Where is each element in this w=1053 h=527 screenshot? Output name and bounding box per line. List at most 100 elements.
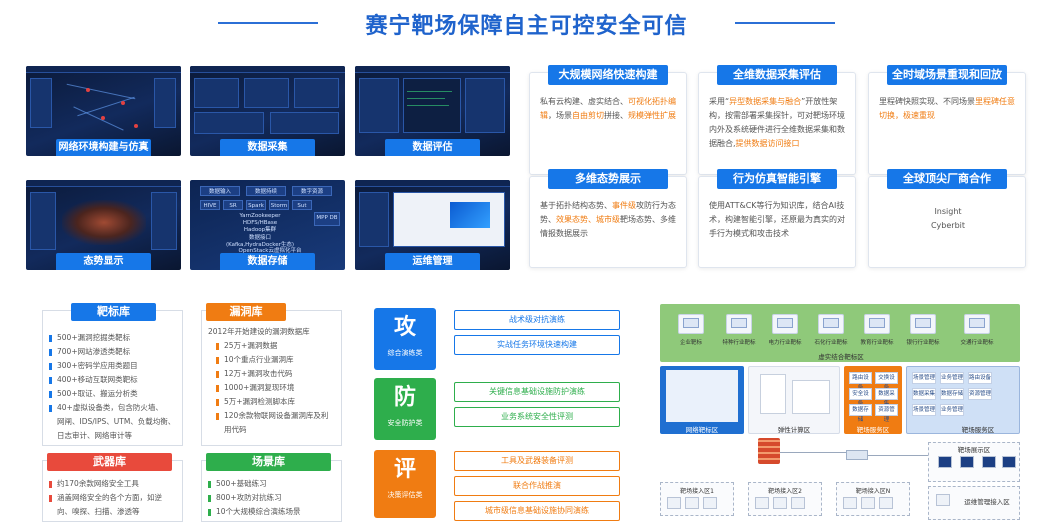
card-body: 私有云构建、虚实结合、可视化拓扑编辑，场景自由剪切拼接、规模弹性扩展 — [540, 97, 676, 120]
list-item: 700+网站渗透类靶标 — [49, 345, 178, 359]
architecture-diagram: 企业靶标 特种行业靶标 电力行业靶标 石化行业靶标 教育行业靶标 银行行业靶标 … — [656, 300, 1024, 522]
library-list: 500+漏洞挖掘类靶标 700+网站渗透类靶标 300+密码学应用类题目 400… — [49, 331, 178, 443]
title-divider-left — [218, 22, 318, 24]
defend-item: 业务系统安全性评测 — [454, 407, 620, 427]
partner-name: Cyberbit — [930, 221, 966, 230]
industry-label: 特种行业靶标 — [722, 340, 756, 346]
storage-row-item: Storm — [269, 200, 289, 210]
storage-middle: HDFS/HBase — [242, 220, 278, 226]
service-item: 路由设备 — [968, 372, 992, 384]
evaluate-label: 决策评估类 — [387, 491, 423, 499]
list-item: 500+基础练习 — [208, 477, 337, 491]
storage-middle: Hadoop集群 — [243, 227, 277, 233]
server-icon — [910, 314, 936, 334]
card-network-build: 大规模网络快速构建 私有云构建、虚实结合、可视化拓扑编辑，场景自由剪切拼接、规模… — [529, 65, 687, 175]
title-divider-right — [735, 22, 835, 24]
card-body: 基于拓扑结构态势、事件级攻防行为态势、效果态势、城市级靶场态势、多维情报数据展示 — [540, 201, 676, 238]
tile-data-collection: 数据采集 — [190, 66, 345, 156]
card-title: 全维数据采集评估 — [717, 65, 837, 85]
zone-label: 弹性计算区 — [777, 426, 811, 434]
monitor-icon — [960, 456, 974, 468]
tile-caption: 运维管理 — [385, 253, 480, 270]
service-item: 资源管理 — [968, 388, 992, 400]
computer-icon — [936, 494, 950, 506]
tile-network-simulation: 网络环境构建与仿真 — [26, 66, 181, 156]
access-label: 靶场接入区1 — [680, 488, 714, 495]
card-title: 全时域场景重现和回放 — [887, 65, 1007, 85]
list-item: 10个大规模综合演练场景 — [208, 505, 337, 519]
list-item: 约170余款网络安全工具 — [49, 477, 178, 491]
attack-char: 攻 — [393, 315, 416, 340]
zone-label: 运维管理接入区 — [964, 498, 1010, 506]
library-title: 场景库 — [206, 453, 331, 471]
zone-label: 靶场服务区 — [961, 426, 995, 434]
vulnerability-library: 漏洞库 2012年开始建设的漏洞数据库 25万+漏洞数据 10个重点行业漏洞库 … — [201, 303, 342, 446]
tile-ops-management: 运维管理 — [355, 180, 510, 270]
service-item: 场景管理 — [912, 372, 936, 384]
storage-bottom: (Kafka,HydraDocker生态) — [225, 242, 295, 248]
attack-block: 攻 综合演练类 — [374, 308, 436, 370]
card-body: 里程碑快照实现、不同场景里程碑任意切换，极速重现 — [879, 97, 1015, 120]
evaluate-item: 联合作战推演 — [454, 476, 620, 496]
list-item: 涵盖网络安全的各个方面，如逆 — [49, 491, 178, 505]
monitor-icon — [982, 456, 996, 468]
list-item: 用代码 — [224, 425, 247, 434]
service-item: 数据采集 — [912, 388, 936, 400]
target-library: 靶标库 500+漏洞挖掘类靶标 700+网站渗透类靶标 300+密码学应用类题目… — [42, 303, 183, 446]
monitor-icon — [1002, 456, 1016, 468]
tile-data-storage: 数据输入 数据持续 数字资源 HIVE SR Spark Storm Sut Y… — [190, 180, 345, 270]
list-item: 日志审计、网络审计等 — [57, 431, 132, 440]
storage-bottom: OpenStack云虚拟化平台 — [238, 248, 302, 254]
tile-caption: 态势显示 — [56, 253, 151, 270]
attack-item: 战术级对抗演练 — [454, 310, 620, 330]
list-item: 网闸、IDS/IPS、UTM、负载均衡、 — [57, 417, 176, 426]
service-item: 路由设备 — [849, 372, 872, 391]
service-item: 交换设备 — [875, 372, 898, 391]
library-title: 靶标库 — [71, 303, 156, 321]
card-title: 大规模网络快速构建 — [548, 65, 668, 85]
list-item: 800+攻防对抗练习 — [208, 491, 337, 505]
list-item: 400+移动互联网类靶标 — [49, 373, 178, 387]
page-header: 赛宁靶场保障自主可控安全可信 — [0, 8, 1053, 39]
zone-label: 网络靶标区 — [685, 426, 719, 434]
access-zone: 靶场接入区N — [836, 482, 910, 516]
card-situation-display: 多维态势展示 基于拓扑结构态势、事件级攻防行为态势、效果态势、城市级靶场态势、多… — [529, 169, 687, 268]
service-item: 场景管理 — [912, 404, 936, 416]
service-item: 资源管理 — [875, 404, 898, 423]
industry-label: 企业靶标 — [679, 340, 702, 346]
list-item: 10个重点行业漏洞库 — [216, 353, 337, 367]
list-item: 向、嗅探、扫描、渗透等 — [57, 507, 140, 516]
defend-char: 防 — [393, 385, 416, 410]
card-data-collection: 全维数据采集评估 采用“异型数据采集与融合”开放性架构，按需部署采集探针，可对靶… — [698, 65, 856, 175]
tile-caption: 数据评估 — [385, 139, 480, 156]
defend-block: 防 安全防护类 — [374, 378, 436, 440]
partner-name: Insight — [934, 207, 962, 216]
attack-label: 综合演练类 — [387, 349, 423, 357]
storage-bottom: 数据接口 — [248, 235, 271, 241]
list-item: 300+密码学应用类题目 — [49, 359, 178, 373]
storage-side: MPP DB — [314, 212, 340, 226]
service-item: 数据存储 — [849, 404, 872, 423]
list-item: 500+取证、搬运分析类 — [49, 387, 178, 401]
storage-row-item: Sut — [292, 200, 312, 210]
service-item: 业务管理 — [940, 404, 964, 416]
card-vendor-partners: 全球顶尖厂商合作 Insight Cyberbit — [868, 169, 1026, 268]
industry-label: 教育行业靶标 — [860, 340, 894, 346]
card-behavior-engine: 行为仿真智能引擎 使用ATT&CK等行为知识库，结合AI技术，构建智能引擎，还原… — [698, 169, 856, 268]
tile-situation-display: 态势显示 — [26, 180, 181, 270]
access-zone: 靶场接入区1 — [660, 482, 734, 516]
list-item: 1000+漏洞复现环境 — [216, 381, 337, 395]
list-item: 40+虚拟设备类，包含防火墙、 — [49, 401, 178, 415]
storage-row-item: Spark — [246, 200, 266, 210]
storage-middle: YarnZookeeper — [239, 213, 281, 219]
evaluate-item: 工具及武器装备评测 — [454, 451, 620, 471]
tile-caption: 数据采集 — [220, 139, 315, 156]
list-item: 5万+漏洞检测脚本库 — [216, 395, 337, 409]
card-title: 行为仿真智能引擎 — [717, 169, 837, 189]
library-list: 500+基础练习 800+攻防对抗练习 10个大规模综合演练场景 — [208, 477, 337, 519]
list-item: 500+漏洞挖掘类靶标 — [49, 331, 178, 345]
industry-label: 银行行业靶标 — [906, 340, 940, 346]
storage-tab: 数据持续 — [246, 186, 286, 196]
zone-label: 虚实结合靶标区 — [818, 353, 864, 361]
tile-data-evaluation: 数据评估 — [355, 66, 510, 156]
